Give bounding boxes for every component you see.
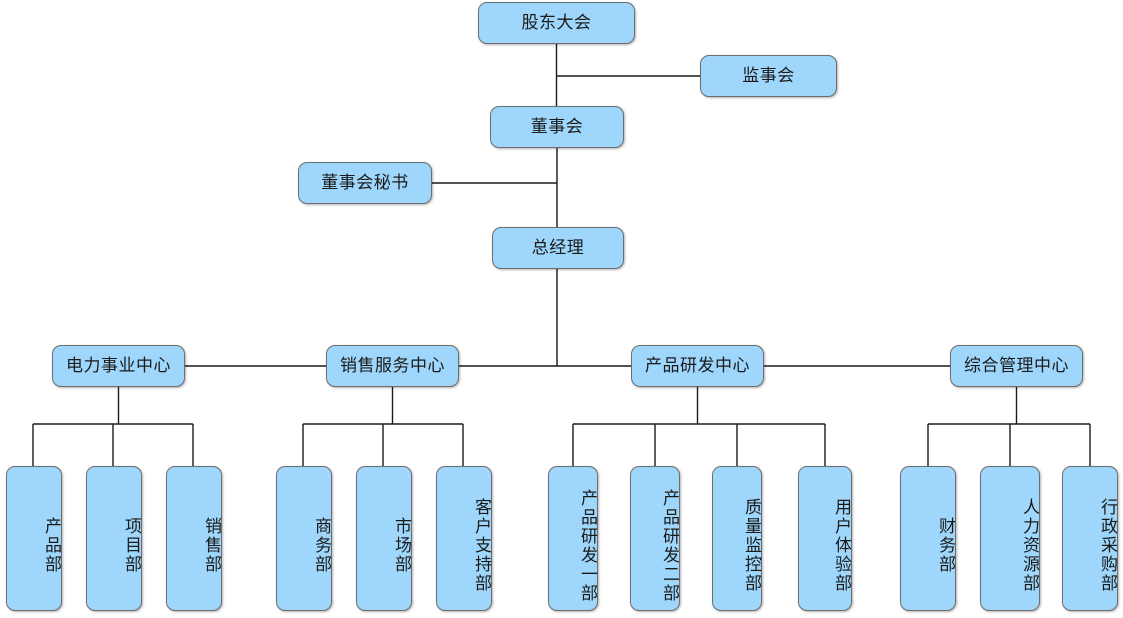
node-rnd-dept-1[interactable]: 产品研发一部 xyxy=(548,466,598,611)
node-board-secretary[interactable]: 董事会秘书 xyxy=(298,162,432,204)
node-market-dept[interactable]: 市场部 xyxy=(356,466,412,611)
node-shareholders[interactable]: 股东大会 xyxy=(478,2,635,44)
node-power-center[interactable]: 电力事业中心 xyxy=(52,345,185,387)
node-sales-center[interactable]: 销售服务中心 xyxy=(326,345,459,387)
node-customer-support[interactable]: 客户支持部 xyxy=(436,466,492,611)
node-general-manager[interactable]: 总经理 xyxy=(492,227,624,269)
node-quality-dept[interactable]: 质量监控部 xyxy=(712,466,762,611)
node-rnd-dept-2[interactable]: 产品研发二部 xyxy=(630,466,680,611)
node-project-dept[interactable]: 项目部 xyxy=(86,466,142,611)
node-admin-center[interactable]: 综合管理中心 xyxy=(950,345,1083,387)
node-hr-dept[interactable]: 人力资源部 xyxy=(980,466,1040,611)
node-procurement-dept[interactable]: 行政采购部 xyxy=(1062,466,1118,611)
node-supervisors[interactable]: 监事会 xyxy=(700,55,837,97)
node-finance-dept[interactable]: 财务部 xyxy=(900,466,956,611)
node-business-dept[interactable]: 商务部 xyxy=(276,466,332,611)
node-sales-dept[interactable]: 销售部 xyxy=(166,466,222,611)
node-product-dept[interactable]: 产品部 xyxy=(6,466,62,611)
node-board[interactable]: 董事会 xyxy=(490,106,624,148)
node-rnd-center[interactable]: 产品研发中心 xyxy=(631,345,764,387)
node-ux-dept[interactable]: 用户体验部 xyxy=(798,466,852,611)
